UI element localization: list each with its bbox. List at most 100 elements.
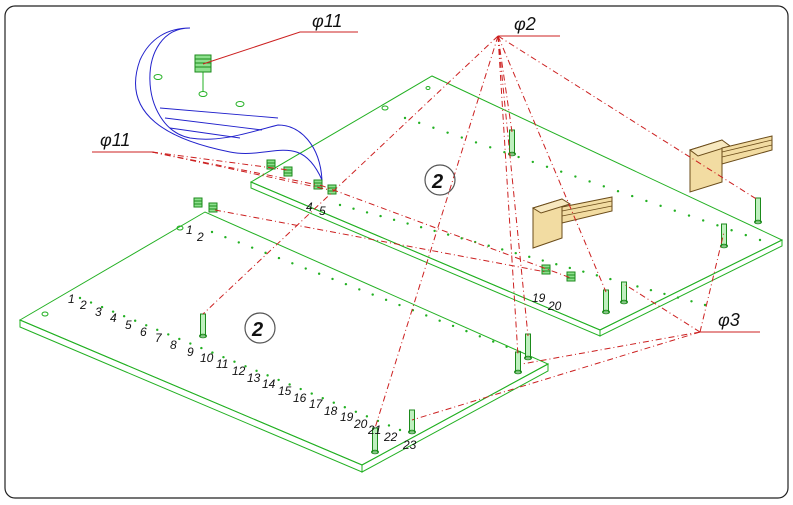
back-panel	[249, 75, 784, 337]
leader-phi11-d	[214, 209, 547, 273]
front-hole	[176, 225, 184, 231]
front-label: 7	[155, 331, 163, 345]
front-label: 2	[196, 230, 204, 244]
back-hole	[636, 285, 639, 288]
back-label: 19	[532, 291, 546, 305]
leader-phi3-a	[623, 283, 701, 333]
back-hole	[582, 270, 585, 273]
front-label: 15	[278, 384, 292, 398]
front-label: 8	[170, 338, 177, 352]
front-hole	[438, 319, 441, 322]
leader-phi11-a	[151, 151, 289, 171]
callout-phi3: φ3	[718, 310, 740, 330]
front-hole	[343, 406, 347, 409]
bushing	[193, 197, 203, 208]
back-hole	[352, 207, 355, 210]
back-hole	[702, 219, 705, 222]
detail-hole	[153, 74, 163, 80]
front-label: 18	[324, 404, 338, 418]
bushing	[327, 184, 337, 195]
front-hole	[237, 241, 240, 244]
front-hole	[222, 355, 225, 359]
front-label: 14	[262, 377, 276, 391]
leader-phi3-d	[411, 331, 701, 421]
leader-phi11-top	[202, 31, 358, 65]
front-label: 2	[79, 298, 87, 312]
back-hole	[758, 238, 762, 242]
front-hole	[321, 396, 324, 400]
front-hole	[145, 324, 148, 327]
back-hole	[403, 116, 407, 120]
front-label: 22	[383, 430, 398, 444]
pin	[602, 289, 610, 315]
front-hole	[331, 277, 334, 281]
back-hole	[676, 296, 680, 299]
back-hole	[588, 180, 591, 183]
pin	[508, 129, 516, 157]
part-number-back: 2	[424, 164, 456, 196]
front-hole	[358, 288, 361, 291]
front-hole	[264, 251, 267, 255]
back-hole	[381, 105, 389, 111]
front-label: 5	[125, 318, 132, 332]
pin	[371, 427, 379, 455]
leader-phi2-c	[497, 35, 513, 133]
callout-phi2: φ2	[514, 14, 536, 34]
back-hole	[460, 136, 463, 139]
front-hole	[189, 342, 192, 345]
back-hole	[673, 209, 676, 212]
leader-phi3-c	[521, 331, 701, 365]
leader-phi2-a	[202, 35, 499, 315]
front-hole	[365, 415, 369, 418]
back-hole	[663, 292, 666, 296]
front-hole	[299, 387, 302, 391]
front-hole	[89, 301, 93, 304]
front-hole	[478, 335, 482, 338]
front-panel	[18, 211, 550, 473]
pin	[408, 409, 416, 435]
detail-section-lines	[159, 107, 279, 139]
front-hole	[167, 333, 170, 336]
leader-lines	[92, 31, 760, 429]
back-hole	[609, 277, 612, 281]
back-hole	[489, 146, 492, 149]
pin	[524, 333, 532, 361]
front-hole	[492, 340, 495, 343]
front-hole	[465, 329, 468, 333]
back-hole	[568, 266, 572, 270]
back-hole	[545, 165, 549, 168]
pin	[514, 351, 522, 375]
front-hole	[178, 337, 181, 341]
front-hole	[211, 351, 214, 354]
back-panel-top-face	[249, 75, 784, 331]
leader-phi2-f	[497, 35, 759, 201]
back-hole	[419, 226, 423, 229]
back-label: 20	[547, 299, 562, 313]
front-panel-holes	[41, 225, 522, 432]
leader-phi2-d	[497, 35, 529, 337]
clamp-right	[688, 135, 773, 193]
front-hole	[41, 311, 49, 317]
detail-hole	[235, 101, 245, 107]
back-hole	[474, 141, 478, 144]
back-hole	[365, 211, 369, 214]
back-hole	[560, 170, 563, 173]
back-hole	[555, 263, 558, 266]
front-hole	[317, 272, 321, 275]
bushings	[193, 159, 576, 282]
pin	[720, 223, 728, 249]
back-hole	[432, 126, 435, 129]
back-hole	[487, 244, 490, 247]
leader-phi11-c	[151, 151, 331, 191]
front-label: 4	[110, 311, 117, 325]
front-label: 19	[340, 410, 354, 424]
front-hole	[398, 303, 401, 307]
part-number-front-text: 2	[251, 319, 263, 341]
front-label: 11	[216, 357, 228, 371]
back-hole	[418, 121, 421, 125]
back-label: 4	[306, 200, 313, 214]
back-hole	[425, 86, 431, 90]
back-hole	[687, 214, 691, 217]
